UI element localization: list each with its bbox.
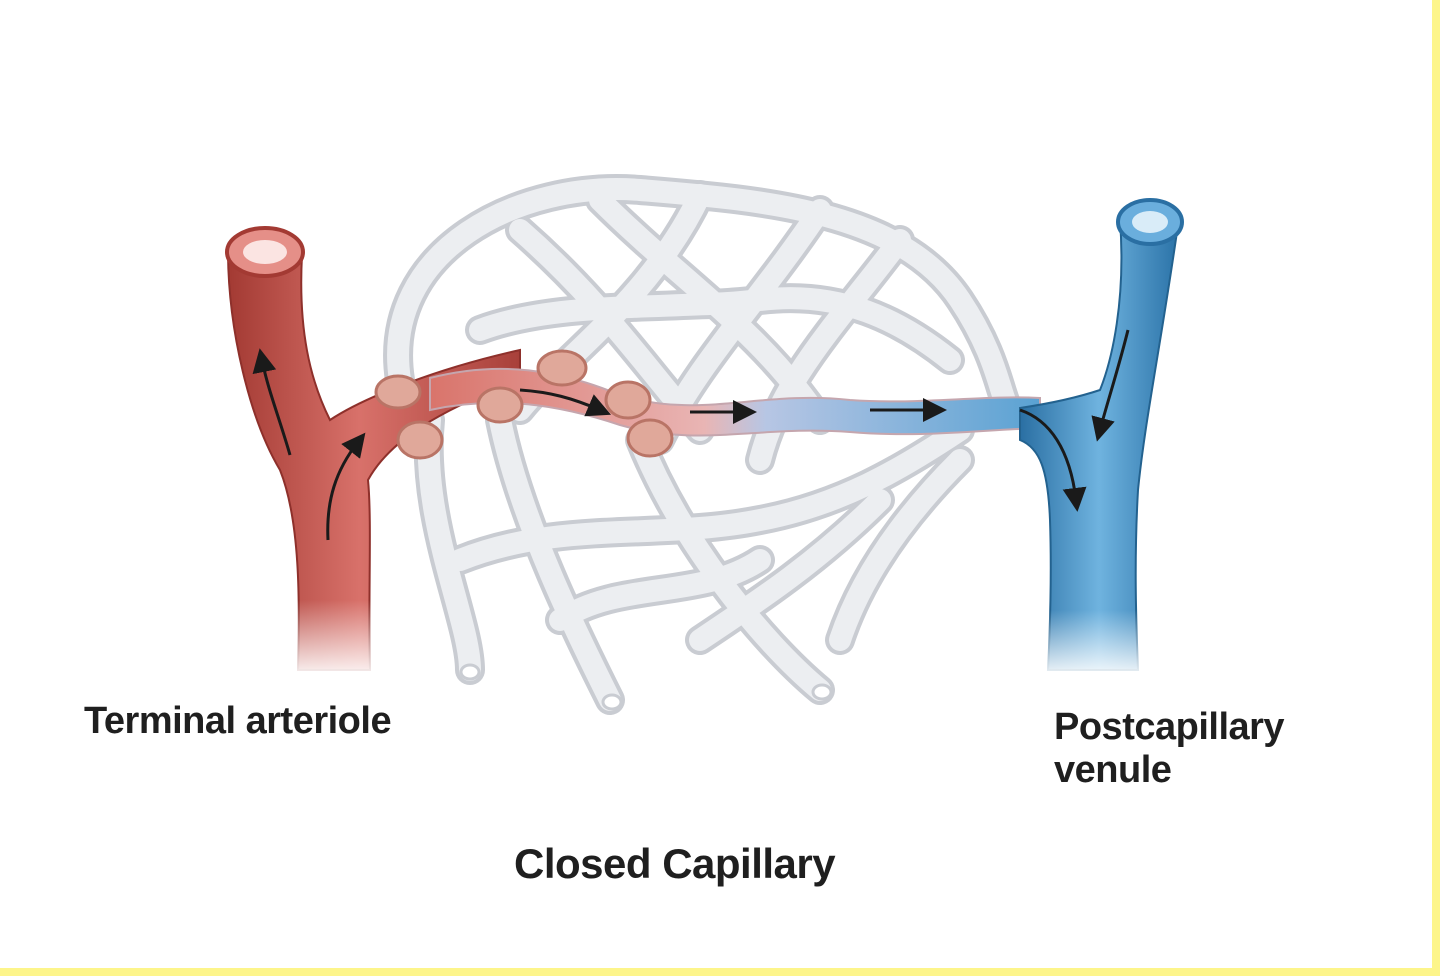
terminal-arteriole [225, 226, 521, 680]
sphincter-icon [374, 349, 674, 460]
diagram-caption: Closed Capillary [514, 840, 836, 887]
postcapillary-venule [1019, 198, 1184, 680]
terminal-arteriole-label: Terminal arteriole [84, 700, 392, 742]
venule-label-line2: venule [1054, 748, 1172, 791]
venule-label-line1: Postcapillary [1054, 706, 1285, 748]
flow-arrow-icon [252, 329, 1130, 541]
postcapillary-venule-label: Postcapillary venule [1054, 706, 1285, 791]
capillary-bed [383, 174, 1025, 715]
